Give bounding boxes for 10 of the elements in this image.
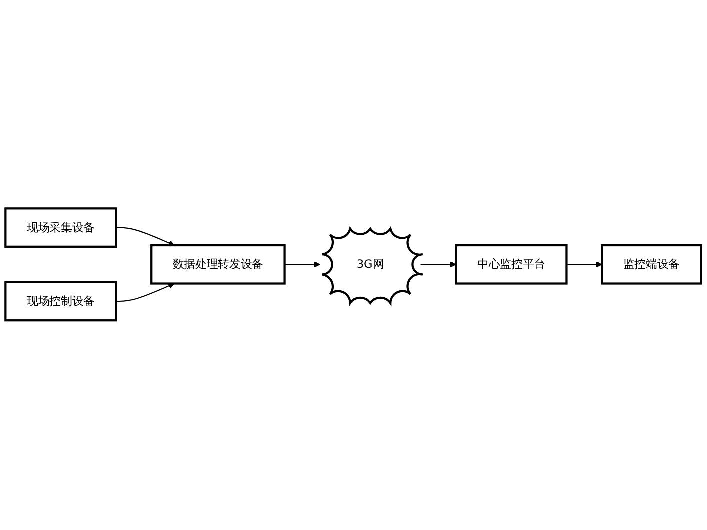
node-box: 现场控制设备: [4, 282, 118, 322]
node-box: 现场采集设备: [4, 208, 118, 248]
arrow: [116, 228, 175, 246]
node-box: 数据处理转发设备: [150, 244, 286, 286]
node-box: 监控端设备: [601, 244, 702, 286]
arrow: [284, 262, 320, 268]
arrow: [420, 262, 456, 268]
node-box: 中心监控平台: [455, 244, 568, 286]
arrow: [566, 262, 602, 268]
arrow: [116, 284, 175, 302]
